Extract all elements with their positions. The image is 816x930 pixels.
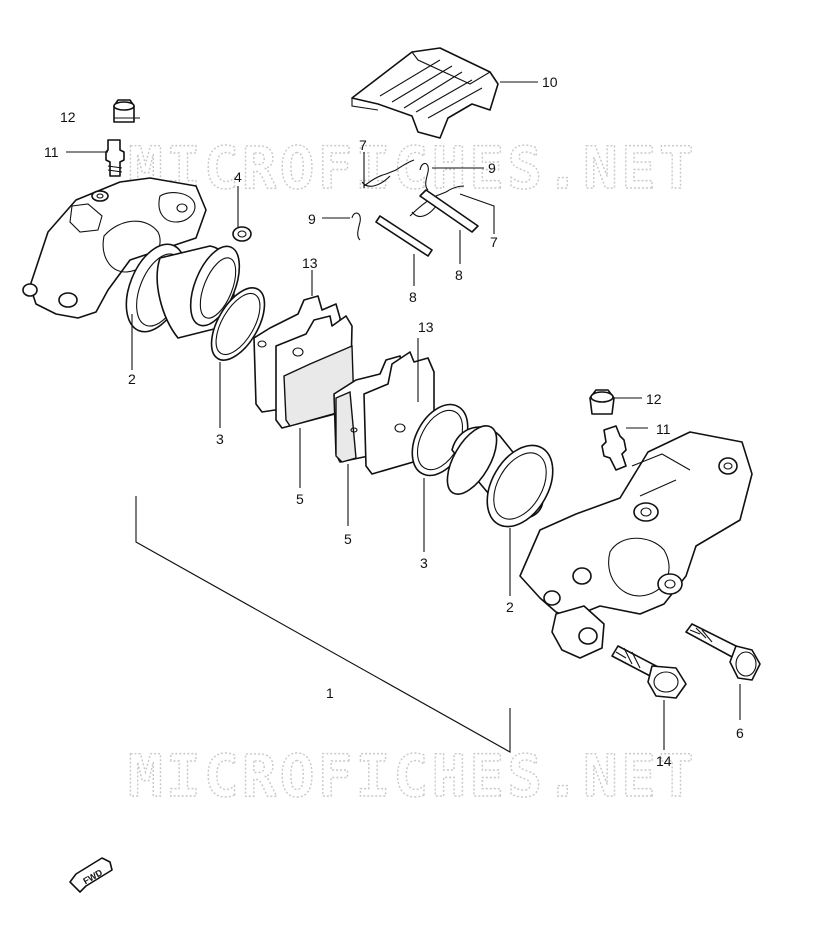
leader-lines xyxy=(66,81,741,753)
callout-4: 4 xyxy=(234,169,242,185)
part-10-pad-spring xyxy=(351,47,499,139)
right-caliper-body xyxy=(519,431,753,659)
callout-13-right: 13 xyxy=(418,319,434,335)
callout-1: 1 xyxy=(326,685,334,701)
callout-12-left: 12 xyxy=(60,109,76,125)
watermark-top: MICROFICHES.NET xyxy=(128,134,697,202)
part-9-pin-lower xyxy=(351,212,361,241)
part-4-washer xyxy=(232,226,252,242)
callout-9-upper: 9 xyxy=(488,160,496,176)
callout-14: 14 xyxy=(656,753,672,769)
callout-5-left: 5 xyxy=(296,491,304,507)
callout-12-right: 12 xyxy=(646,391,662,407)
part-2-piston-seal-right xyxy=(486,444,554,528)
part-9-pin-upper xyxy=(419,162,429,191)
callout-8-right: 8 xyxy=(455,267,463,283)
callout-13-left: 13 xyxy=(302,255,318,271)
callout-2-right: 2 xyxy=(506,599,514,615)
part-12-bleeder-cap-left xyxy=(113,99,135,123)
piston-left xyxy=(156,245,241,339)
callout-11-right: 11 xyxy=(656,421,671,437)
left-caliper-body xyxy=(22,177,207,319)
fwd-arrow-icon: FWD xyxy=(69,857,113,893)
callout-3-left: 3 xyxy=(216,431,224,447)
part-7-spring-lower xyxy=(409,185,465,217)
callout-7-upper: 7 xyxy=(359,137,367,153)
part-8-pin-left xyxy=(375,215,433,257)
part-11-bleeder-valve-left xyxy=(105,139,125,177)
callout-6: 6 xyxy=(736,725,744,741)
callout-11-left: 11 xyxy=(44,144,59,160)
part-11-bleeder-valve-right xyxy=(601,425,627,471)
callout-7-lower: 7 xyxy=(490,234,498,250)
watermark-bottom: MICROFICHES.NET xyxy=(128,742,697,810)
part-3-dust-seal-left xyxy=(210,287,266,361)
callout-10: 10 xyxy=(542,74,558,90)
part-12-bleeder-cap-right xyxy=(589,389,615,415)
callout-2-left: 2 xyxy=(128,371,136,387)
part-8-pin-right xyxy=(419,189,479,233)
callout-3-right: 3 xyxy=(420,555,428,571)
part-7-spring-upper xyxy=(363,159,415,187)
callout-labels: 10 7 9 7 9 8 8 12 11 4 2 3 13 5 5 13 3 2… xyxy=(44,74,744,769)
part-14-bolt xyxy=(611,645,687,699)
callout-8-left: 8 xyxy=(409,289,417,305)
callout-9-lower: 9 xyxy=(308,211,316,227)
callout-5-right: 5 xyxy=(344,531,352,547)
part-6-bolt xyxy=(685,623,761,681)
